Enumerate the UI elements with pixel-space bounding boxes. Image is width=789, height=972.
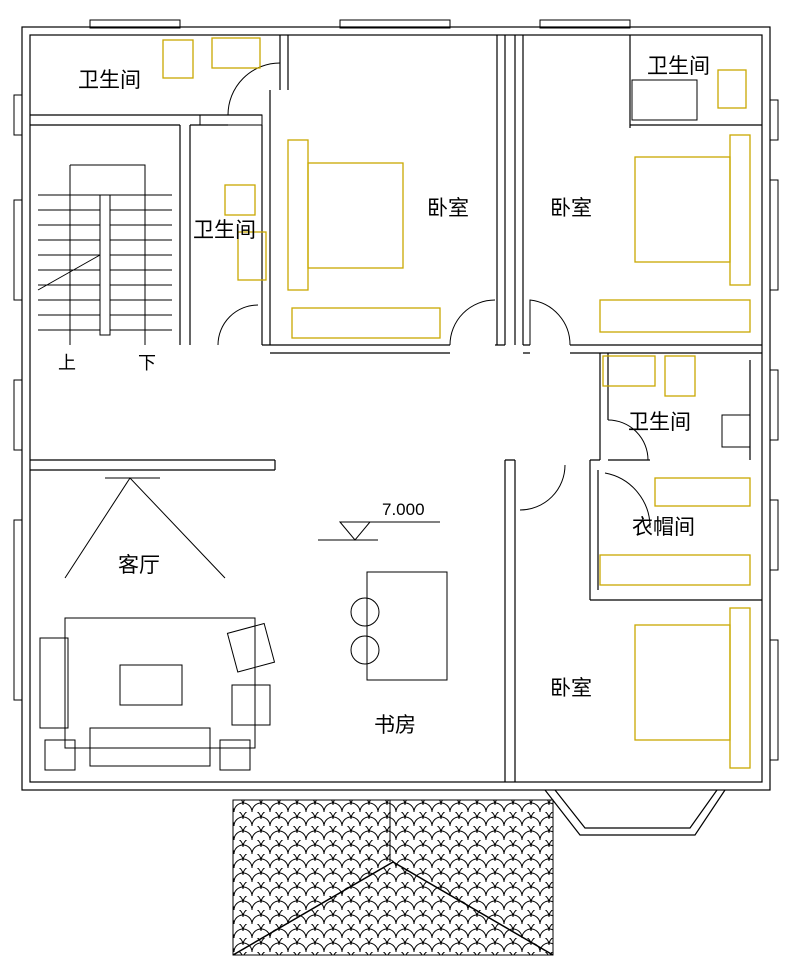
elevation-label: 7.000 xyxy=(382,500,425,519)
doors xyxy=(217,62,651,529)
room-label-bath-mid-right: 卫生间 xyxy=(628,410,691,434)
living-furniture xyxy=(39,79,751,771)
room-label-bedroom-1: 卧室 xyxy=(427,196,469,220)
room-label-bath-top-left: 卫生间 xyxy=(78,68,141,92)
room-label-living: 客厅 xyxy=(118,553,160,577)
porch-roof xyxy=(232,799,554,956)
room-label-study: 书房 xyxy=(374,713,416,737)
room-label-closet: 衣帽间 xyxy=(632,515,695,539)
room-label-bedroom-3: 卧室 xyxy=(550,676,592,700)
room-label-bedroom-2: 卧室 xyxy=(550,196,592,220)
stairs-up-label: 上 xyxy=(58,353,76,374)
staircase xyxy=(37,164,172,345)
room-label-bath-small: 卫生间 xyxy=(193,218,256,242)
windows xyxy=(13,19,779,761)
elevation-marker xyxy=(318,521,440,541)
stairs-down-label: 下 xyxy=(138,353,156,374)
room-label-bath-top-right: 卫生间 xyxy=(647,54,710,78)
furniture xyxy=(162,37,751,769)
